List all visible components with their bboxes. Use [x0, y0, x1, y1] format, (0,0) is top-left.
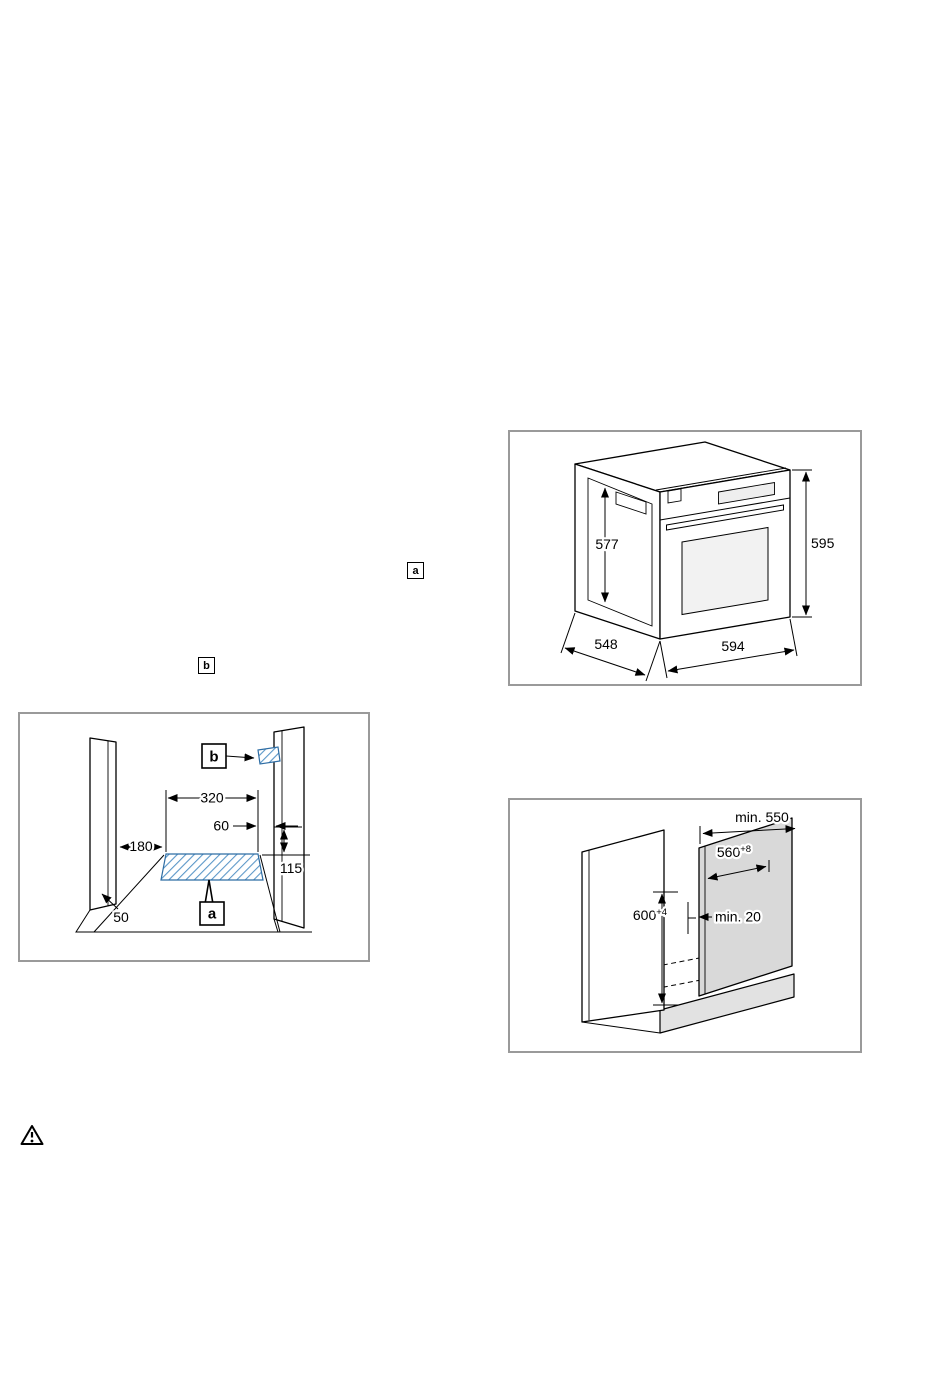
warning-icon: [20, 1125, 44, 1145]
oven-body: [574, 441, 791, 640]
oven-door-window: [681, 526, 769, 616]
oven-dimension-lines: 595 577 548 594: [560, 469, 837, 682]
dim-niche-width-tol: +8: [740, 844, 751, 855]
dim-niche-height: 600: [633, 907, 657, 923]
callout-b-label: b: [209, 749, 218, 766]
oven-display: [718, 481, 775, 505]
dim-left-offset: 180: [129, 838, 153, 854]
callout-b: b: [201, 743, 255, 769]
cabinet-isometric-drawing: min. 550 560+8 600+4 min. 20: [581, 807, 796, 1034]
cabinet-plinth: [659, 973, 795, 1034]
figure-oven-dimensions: 595 577 548 594: [508, 430, 862, 686]
cabinet-dimension-lines: min. 550 560+8 600+4 min. 20: [631, 807, 796, 1006]
dim-front-ledge: 50: [113, 909, 129, 925]
dim-niche-width: 560: [717, 844, 741, 860]
oven-isometric-drawing: 595 577 548 594: [560, 441, 837, 682]
dim-oven-depth: 548: [594, 636, 618, 652]
oven-handle: [666, 504, 784, 531]
oven-control-knob: [667, 488, 682, 504]
oven-side-panel-outline: [587, 477, 653, 627]
dim-oven-body-height: 577: [595, 536, 619, 552]
dim-min-gap: min. 20: [715, 909, 761, 925]
figure-niche-vent: 320 60 180 115 50 b: [18, 712, 370, 962]
dim-oven-width: 594: [721, 638, 745, 654]
niche-dimension-lines: 320 60 180 115 50: [101, 787, 310, 927]
dim-right-offset: 60: [213, 818, 229, 834]
cabinet-structure: [581, 817, 795, 1034]
dim-min-depth: min. 550: [735, 809, 789, 825]
inline-marker-b: b: [198, 657, 215, 674]
floor-vent-cutout-hatched: [160, 853, 264, 881]
dim-cutout-width: 320: [200, 790, 224, 806]
left-cabinet-panel: [89, 737, 117, 911]
callout-a-label: a: [208, 906, 217, 923]
svg-text:560+8: 560+8: [717, 844, 751, 860]
figure-cabinet-niche: min. 550 560+8 600+4 min. 20: [508, 798, 862, 1053]
dim-niche-height-tol: +4: [656, 907, 667, 918]
oven-side-vent: [615, 491, 647, 515]
left-side-panel: [581, 829, 665, 1023]
wall-vent-strip-hatched: [257, 746, 281, 765]
svg-text:600+4: 600+4: [633, 907, 667, 923]
callout-a: a: [199, 879, 225, 926]
niche-drawing: 320 60 180 115 50 b: [75, 726, 312, 933]
inline-marker-a: a: [407, 562, 424, 579]
dim-oven-height: 595: [811, 535, 835, 551]
dim-vent-height: 115: [280, 860, 303, 876]
